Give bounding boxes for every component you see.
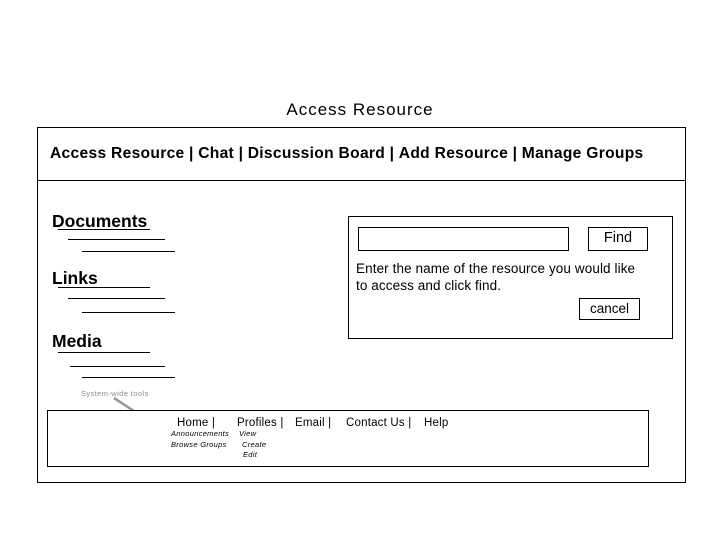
placeholder-line [82,377,175,379]
placeholder-line [58,287,150,289]
bottom-sub-browse-groups[interactable]: Browse Groups [171,440,227,449]
find-instructions-line2: to access and click find. [356,278,502,293]
top-nav-bar: Access Resource|Chat|Discussion Board|Ad… [38,128,685,181]
placeholder-line [82,312,175,314]
nav-separator: | [389,145,395,162]
nav-item-add-resource[interactable]: Add Resource [398,145,509,162]
nav-item-manage-groups[interactable]: Manage Groups [521,145,644,162]
bottom-nav-profiles[interactable]: Profiles | [237,417,284,429]
bottom-sub-create[interactable]: Create [242,440,267,449]
nav-item-access-resource[interactable]: Access Resource [50,145,185,162]
nav-item-discussion-board[interactable]: Discussion Board [247,145,386,162]
bottom-toolbar: Home | Announcements Browse Groups Profi… [47,410,649,467]
section-heading-documents[interactable]: Documents [52,211,148,231]
section-heading-media[interactable]: Media [52,331,102,351]
bottom-sub-view[interactable]: View [239,429,257,438]
nav-separator: | [189,145,194,162]
placeholder-line [58,352,150,354]
find-instructions-line1: Enter the name of the resource you would… [356,261,636,276]
placeholder-line [68,239,165,241]
bottom-sub-edit[interactable]: Edit [243,450,258,459]
placeholder-line [58,229,150,231]
placeholder-line [82,251,175,253]
bottom-nav-help[interactable]: Help [424,417,449,429]
nav-separator: | [238,145,244,162]
nav-item-chat[interactable]: Chat [198,145,235,162]
placeholder-line [70,366,165,368]
nav-separator: | [512,145,518,162]
page-title: Access Resource [286,100,434,119]
find-button[interactable]: Find [588,227,648,251]
main-panel: Access Resource|Chat|Discussion Board|Ad… [37,127,686,483]
section-heading-links[interactable]: Links [52,268,98,288]
bottom-nav-home[interactable]: Home | [177,417,216,429]
cancel-button[interactable]: cancel [579,298,640,320]
find-resource-panel: Find Enter the name of the resource you … [348,216,673,339]
resource-search-input[interactable] [358,227,569,251]
placeholder-line [68,298,165,300]
bottom-nav-contact-us[interactable]: Contact Us | [346,417,412,429]
system-wide-tools-label: System-wide tools [81,389,149,398]
bottom-sub-announcements[interactable]: Announcements [171,429,230,438]
bottom-nav-email[interactable]: Email | [295,417,332,429]
find-instructions: Enter the name of the resource you would… [356,260,671,294]
